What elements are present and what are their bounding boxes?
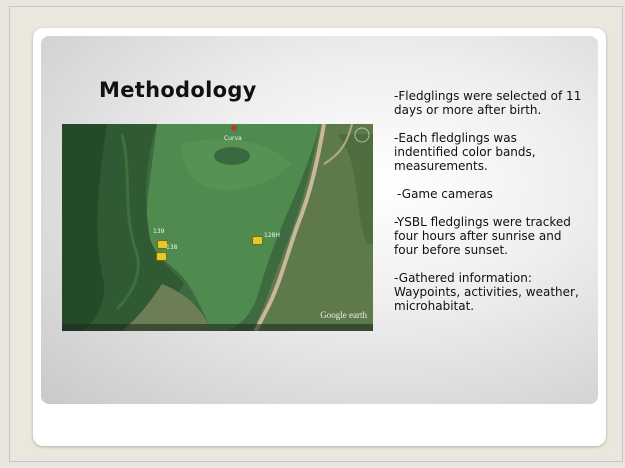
bullet-item: -Fledglings were selected of 11 days or … — [394, 89, 582, 117]
map-pin-icon[interactable] — [157, 240, 168, 249]
map-pin-icon[interactable] — [252, 236, 263, 245]
bullet-item: -Gathered information: Waypoints, activi… — [394, 271, 579, 313]
bullet-item: -Each fledglings was indentified color b… — [394, 131, 536, 173]
map-label-pin-c: 128H — [264, 232, 280, 239]
satellite-map-graphic — [62, 124, 373, 331]
bullet-list: -Fledglings were selected of 11 days or … — [394, 89, 584, 327]
bullet-item: -YSBL fledglings were tracked four hours… — [394, 215, 571, 257]
map-label-top: Curva — [224, 135, 242, 142]
bullet-item: -Game cameras — [397, 187, 493, 201]
map-label-pin-a: 139 — [153, 228, 165, 235]
google-earth-watermark: Google earth — [320, 310, 367, 320]
map-label-pin-b: 138 — [166, 244, 178, 251]
map-pin-icon[interactable] — [156, 252, 167, 261]
satellite-map-image: Curva 139 138 128H Google earth — [62, 124, 373, 331]
slide: Methodology Curva — [41, 36, 598, 404]
slide-title: Methodology — [99, 78, 257, 102]
